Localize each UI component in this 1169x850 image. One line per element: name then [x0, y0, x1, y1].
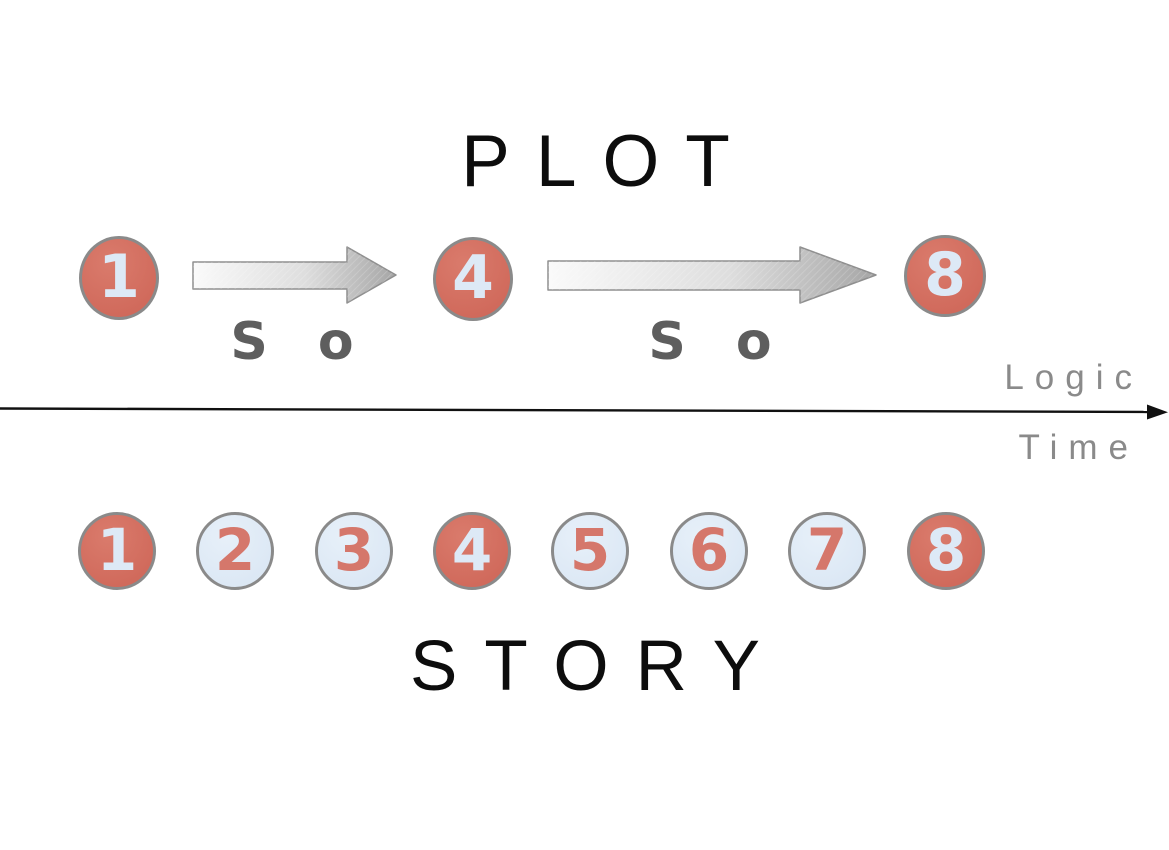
- plot-arrow-1: [192, 246, 397, 304]
- story-node-4-label: 4: [451, 516, 493, 584]
- story-node-2-label: 2: [214, 516, 256, 584]
- story-title: STORY: [409, 627, 788, 706]
- axis-label-logic: Logic: [1004, 358, 1143, 397]
- story-node-6-label: 6: [688, 516, 730, 584]
- axis-label-time: Time: [1018, 428, 1139, 467]
- plot-node-1-label: 1: [98, 242, 140, 312]
- plot-node-4-label: 4: [452, 243, 494, 313]
- plot-node-1: 1: [79, 236, 159, 320]
- story-node-1: 1: [78, 512, 156, 590]
- story-node-7-label: 7: [806, 516, 848, 584]
- story-node-8-label: 8: [925, 516, 967, 584]
- story-node-6: 6: [670, 512, 748, 590]
- plot-node-8: 8: [904, 235, 986, 317]
- story-node-5: 5: [551, 512, 629, 590]
- plot-title: PLOT: [461, 121, 756, 202]
- story-node-7: 7: [788, 512, 866, 590]
- story-node-1-label: 1: [96, 516, 138, 584]
- timeline-axis: [0, 404, 1168, 420]
- story-node-3: 3: [315, 512, 393, 590]
- connector-so-2: S o: [648, 312, 788, 372]
- connector-so-1: S o: [230, 312, 370, 372]
- story-node-3-label: 3: [333, 516, 375, 584]
- story-node-5-label: 5: [569, 516, 611, 584]
- story-node-4: 4: [433, 512, 511, 590]
- plot-arrow-2: [547, 246, 877, 304]
- plot-node-4: 4: [433, 237, 513, 321]
- story-node-8: 8: [907, 512, 985, 590]
- plot-node-8-label: 8: [924, 240, 966, 310]
- axis-arrowhead-icon: [1147, 404, 1168, 420]
- story-node-2: 2: [196, 512, 274, 590]
